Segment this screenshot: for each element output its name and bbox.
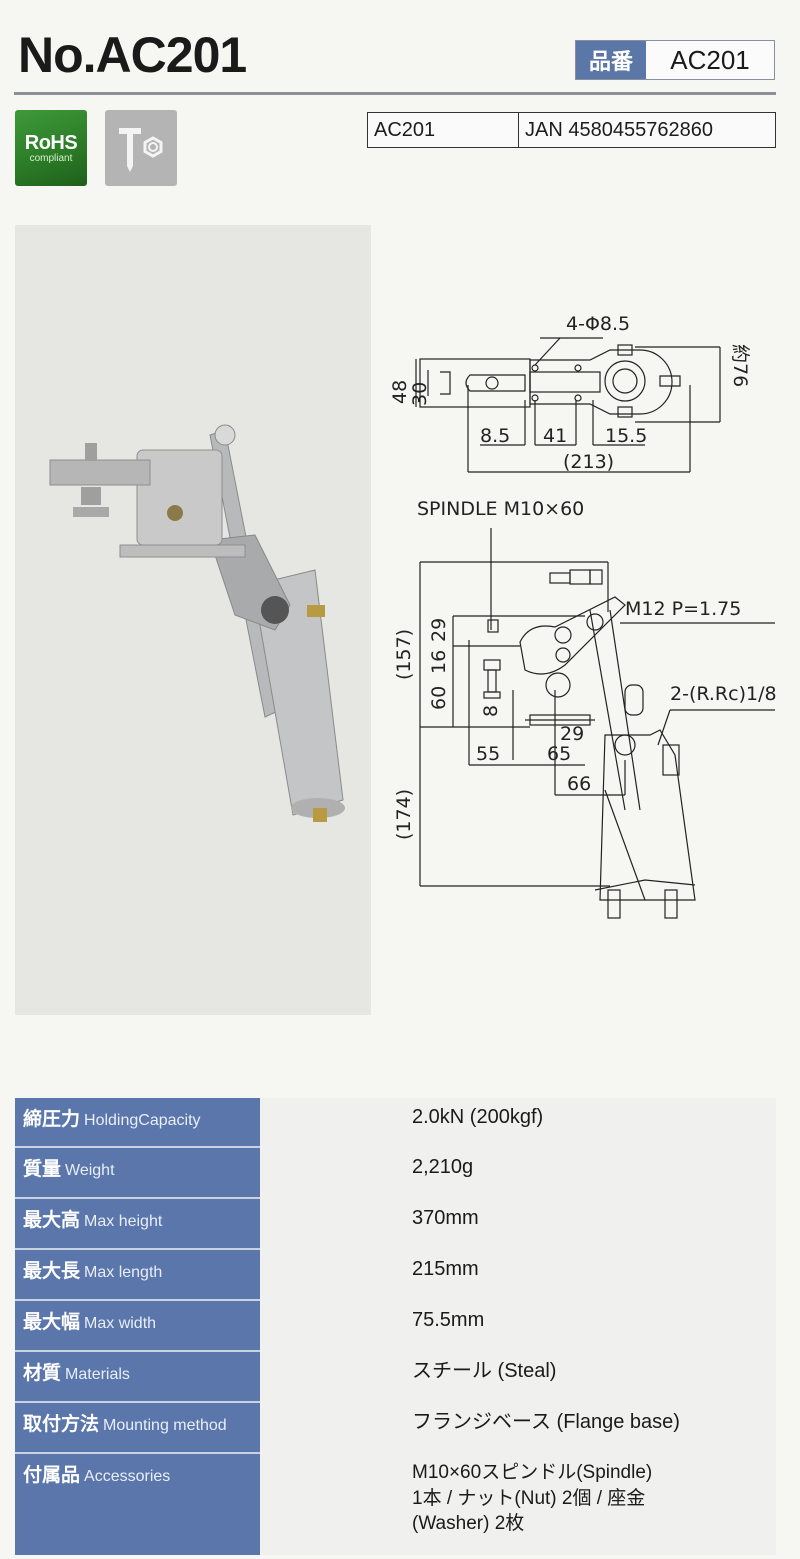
svg-text:16: 16 <box>428 650 450 674</box>
spec-value: 75.5mm <box>260 1301 776 1352</box>
svg-text:41: 41 <box>543 425 567 447</box>
svg-text:30: 30 <box>409 382 431 406</box>
jan-code: JAN 4580455762860 <box>525 118 713 141</box>
part-number-label: 品番 <box>576 41 646 79</box>
svg-text:66: 66 <box>567 773 591 795</box>
technical-drawing: 4-Φ8.5 48 30 約76 8. <box>380 290 800 950</box>
svg-text:約76: 約76 <box>729 344 751 387</box>
spindle-label: SPINDLE M10×60 <box>417 498 584 520</box>
spec-value: 2.0kN (200kgf) <box>260 1098 776 1148</box>
part-number-value: AC201 <box>646 41 774 79</box>
svg-text:8: 8 <box>480 705 502 717</box>
spec-value: 215mm <box>260 1250 776 1301</box>
rohs-label: RoHS <box>24 131 78 154</box>
spec-value: 370mm <box>260 1199 776 1250</box>
svg-text:29: 29 <box>560 723 584 745</box>
model-code: AC201 <box>368 113 519 147</box>
svg-text:15.5: 15.5 <box>605 425 647 447</box>
thread-label: M12 P=1.75 <box>625 598 741 620</box>
svg-text:(213): (213) <box>563 451 614 473</box>
header-divider <box>14 92 776 95</box>
bolt-nut-icon <box>105 110 177 186</box>
svg-text:55: 55 <box>476 743 500 765</box>
spec-value: M10×60スピンドル(Spindle) 1本 / ナット(Nut) 2個 / … <box>260 1454 776 1555</box>
spec-value: フランジベース (Flange base) <box>260 1403 776 1454</box>
part-number-box: 品番 AC201 <box>575 40 775 80</box>
svg-text:8.5: 8.5 <box>480 425 510 447</box>
page-title: No.AC201 <box>18 27 247 83</box>
svg-text:29: 29 <box>428 618 450 642</box>
holes-label: 4-Φ8.5 <box>566 313 630 335</box>
rohs-sublabel: compliant <box>29 152 73 164</box>
product-photo <box>15 225 371 1015</box>
svg-text:65: 65 <box>547 743 571 765</box>
code-table: AC201 JAN 4580455762860 <box>367 112 776 148</box>
svg-text:(157): (157) <box>393 629 415 680</box>
svg-text:60: 60 <box>428 686 450 710</box>
spec-value: スチール (Steal) <box>260 1352 776 1403</box>
svg-text:(174): (174) <box>393 789 415 840</box>
svg-text:48: 48 <box>389 380 411 404</box>
spec-value: 2,210g <box>260 1148 776 1199</box>
rohs-badge: RoHS compliant <box>15 110 87 186</box>
port-label: 2-(R.Rc)1/8 <box>670 683 777 705</box>
